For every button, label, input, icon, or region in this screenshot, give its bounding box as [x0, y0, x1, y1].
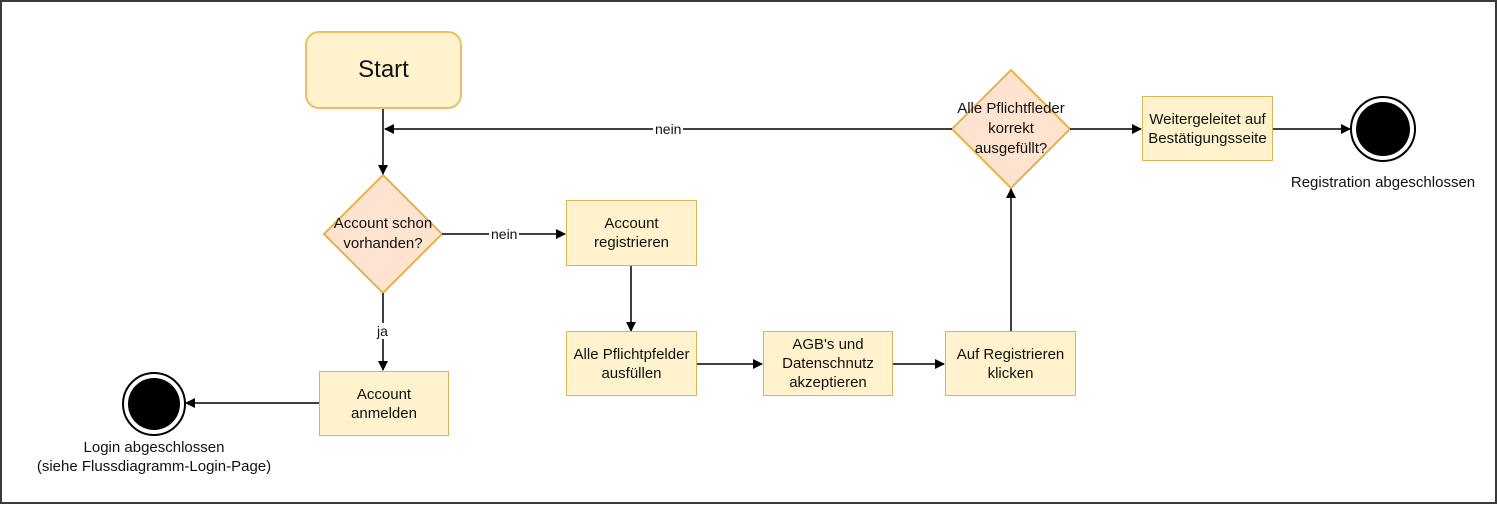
end-state-registration-caption: Registration abgeschlossen [1273, 173, 1493, 192]
end-state-login-dot [128, 378, 180, 430]
start-node: Start [305, 31, 462, 109]
process-pflichtfelder-ausfuellen: Alle Pflichtpfelder ausfüllen [566, 331, 697, 396]
edge-label-nein-retry: nein [653, 121, 684, 137]
agb-datenschutz-line-1: AGB's und [792, 336, 864, 353]
weitergeleitet-line-1: Weitergeleitet auf [1149, 110, 1266, 128]
process-auf-registrieren-klicken: Auf Registrieren klicken [945, 331, 1076, 396]
process-agb-datenschutz: AGB's und Datenschnutz akzeptieren [763, 331, 893, 396]
start-label: Start [358, 56, 409, 83]
decision-pflichtfelder-line-3: ausgefüllt? [974, 140, 1048, 157]
edge-label-ja-login: ja [375, 323, 390, 339]
account-anmelden-line-2: anmelden [351, 404, 417, 422]
decision-account-line-1: Account schon [333, 215, 433, 232]
decision-account-node: Account schon vorhanden? [314, 204, 452, 264]
process-account-registrieren: Account registrieren [566, 200, 697, 266]
account-registrieren-line-2: registrieren [593, 234, 670, 251]
end-state-login-caption: Login abgeschlossen (siehe Flussdiagramm… [24, 438, 284, 476]
end-state-login [122, 372, 186, 436]
edge-label-nein-registration: nein [489, 226, 520, 242]
decision-pflichtfelder-line-2: korrekt [988, 120, 1034, 137]
end-state-registration-dot [1356, 102, 1410, 156]
process-account-anmelden: Account anmelden [319, 371, 449, 436]
account-anmelden-line-1: Account [356, 385, 412, 403]
pflichtfelder-ausfuellen-line-1: Alle Pflichtpfelder [573, 345, 690, 363]
weitergeleitet-line-2: Bestätigungsseite [1148, 129, 1267, 147]
account-registrieren-line-1: Account [604, 215, 659, 232]
auf-registrieren-line-2: klicken [987, 364, 1034, 382]
decision-pflichtfelder-node: Alle Pflichtfleder korrekt ausgefüllt? [942, 97, 1080, 161]
decision-account-line-2: vorhanden? [343, 235, 423, 252]
process-weitergeleitet: Weitergeleitet auf Bestätigungsseite [1142, 96, 1273, 161]
login-caption-line-1: Login abgeschlossen [83, 439, 225, 456]
end-state-registration [1350, 96, 1416, 162]
agb-datenschutz-line-3: akzeptieren [789, 374, 867, 391]
auf-registrieren-line-1: Auf Registrieren [956, 345, 1065, 363]
agb-datenschutz-line-2: Datenschnutz [782, 355, 874, 372]
registration-caption-text: Registration abgeschlossen [1290, 174, 1476, 191]
decision-pflichtfelder-line-1: Alle Pflichtfleder [957, 100, 1065, 117]
login-caption-line-2: (siehe Flussdiagramm-Login-Page) [36, 458, 272, 475]
pflichtfelder-ausfuellen-line-2: ausfüllen [601, 364, 662, 382]
